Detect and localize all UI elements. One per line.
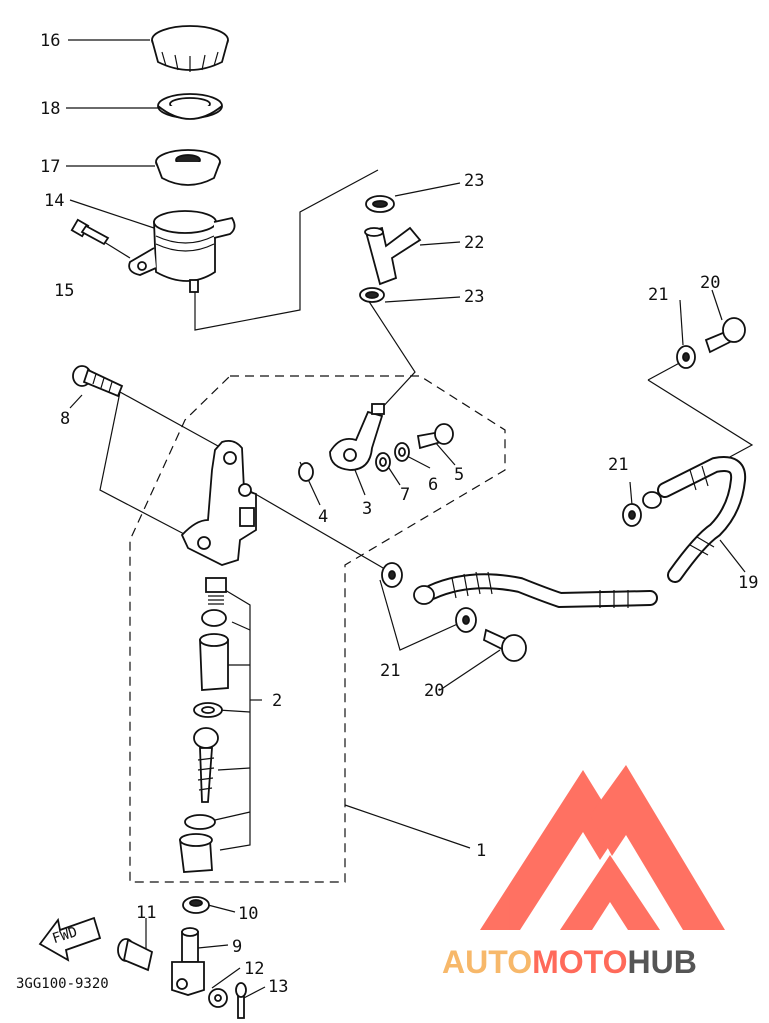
callout-23-upper: 23 (464, 171, 484, 191)
callout-13: 13 (268, 977, 288, 997)
master-cylinder-body (180, 439, 257, 566)
callout-8: 8 (60, 409, 70, 429)
callout-5: 5 (454, 465, 464, 485)
brake-hose (413, 456, 747, 609)
clevis (171, 927, 205, 996)
reservoir-screw (70, 218, 110, 246)
callout-4: 4 (318, 507, 328, 527)
hose-clip-lower (359, 287, 385, 303)
union-washer-lower (381, 562, 403, 588)
clevis-pin (117, 938, 154, 972)
union-bolt-top (704, 317, 746, 354)
locknut (182, 896, 210, 914)
callout-21-right: 21 (608, 455, 628, 475)
callout-20-top: 20 (700, 273, 720, 293)
callout-12: 12 (244, 959, 264, 979)
diagram-code: 3GG100-9320 (16, 976, 109, 992)
assembly-boundary (129, 375, 506, 883)
callout-21-lower: 21 (380, 661, 400, 681)
diaphragm (155, 149, 221, 186)
callout-19: 19 (738, 573, 758, 593)
piston-kit (178, 577, 229, 873)
watermark-hub: HUB (627, 944, 696, 980)
reservoir-cap (151, 25, 229, 72)
screw-washer (394, 442, 410, 462)
callout-1: 1 (476, 841, 486, 861)
callout-11: 11 (136, 903, 156, 923)
hose-joint (329, 403, 385, 471)
union-washer-right (622, 503, 642, 527)
callout-23-lower: 23 (464, 287, 484, 307)
union-washer-top (676, 345, 696, 369)
callout-17: 17 (40, 157, 60, 177)
callout-18: 18 (40, 99, 60, 119)
union-washer-middle (455, 607, 477, 633)
diaphragm-plate (157, 93, 223, 120)
o-ring (298, 462, 314, 482)
callout-22: 22 (464, 233, 484, 253)
watermark-moto: MOTO (532, 944, 627, 980)
callout-10: 10 (238, 904, 258, 924)
callout-7: 7 (400, 485, 410, 505)
callout-3: 3 (362, 499, 372, 519)
reservoir-body (128, 210, 236, 293)
mounting-bolt (72, 365, 124, 398)
reservoir-hose (364, 226, 422, 286)
hose-clip-upper (365, 195, 395, 213)
joint-washer (375, 452, 391, 472)
union-bolt-lower (482, 628, 527, 662)
callout-14: 14 (44, 191, 64, 211)
watermark-auto: AUTO (442, 944, 532, 980)
clevis-washer (208, 988, 228, 1008)
fwd-arrow (38, 916, 102, 962)
fwd-label: FWD (50, 924, 79, 947)
callout-21-top: 21 (648, 285, 668, 305)
callout-20-lower: 20 (424, 681, 444, 701)
callout-16: 16 (40, 31, 60, 51)
callout-2: 2 (272, 691, 282, 711)
watermark-logo (480, 765, 725, 930)
watermark-text: AUTOMOTOHUB (442, 944, 697, 980)
joint-screw (416, 423, 454, 450)
callout-9: 9 (232, 937, 242, 957)
callout-15: 15 (54, 281, 74, 301)
cotter-pin (235, 982, 247, 1019)
callout-6: 6 (428, 475, 438, 495)
